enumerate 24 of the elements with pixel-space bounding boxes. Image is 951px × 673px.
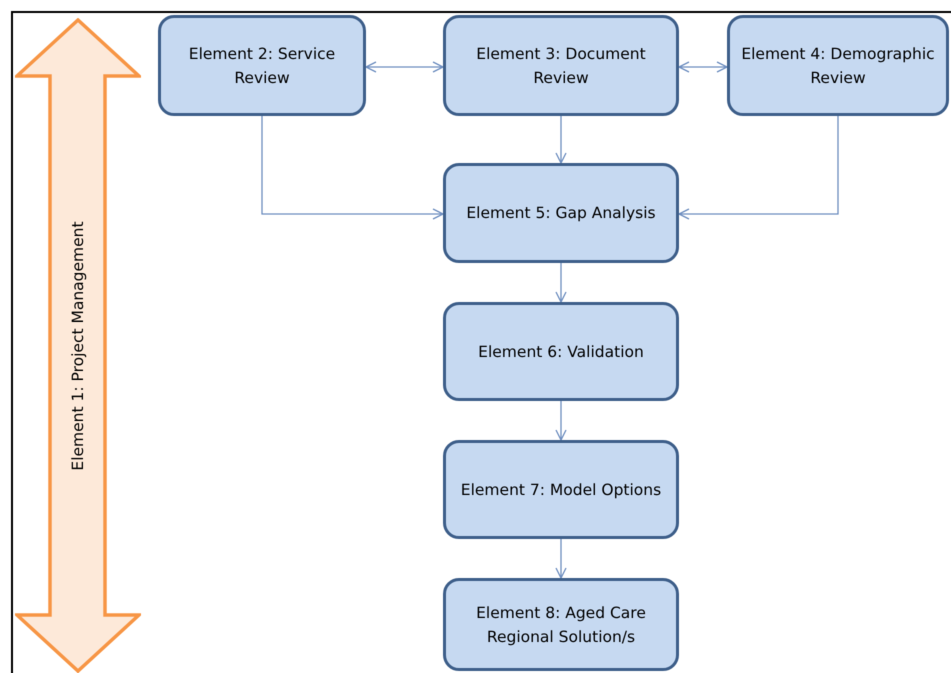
process-box <box>443 15 679 116</box>
process-box <box>443 302 679 401</box>
node-label: Element 5: Gap Analysis <box>465 203 657 224</box>
arrow <box>555 539 567 579</box>
node-label: Element 1: Project Management <box>69 220 87 470</box>
node-label: Element 6: Validation <box>477 342 645 362</box>
node-label: Element 8: Aged Care Regional Solution/s <box>475 602 647 648</box>
node-label: Element 3: Document Review <box>475 44 647 88</box>
process-box <box>443 440 679 539</box>
node-label: Element 4: Demographic Review <box>740 44 936 88</box>
arrow <box>678 116 839 220</box>
arrow <box>555 116 567 164</box>
node-label: Element 2: Service Review <box>188 44 336 88</box>
process-box <box>727 15 949 116</box>
process-box <box>158 15 366 116</box>
node-label: Element 7: Model Options <box>460 480 662 500</box>
double-arrow-band <box>15 18 141 673</box>
arrow <box>555 401 567 441</box>
process-box <box>443 163 679 263</box>
arrow <box>678 61 728 73</box>
arrow <box>555 263 567 303</box>
arrow <box>365 61 444 73</box>
arrow <box>261 116 444 220</box>
process-box <box>443 578 679 671</box>
